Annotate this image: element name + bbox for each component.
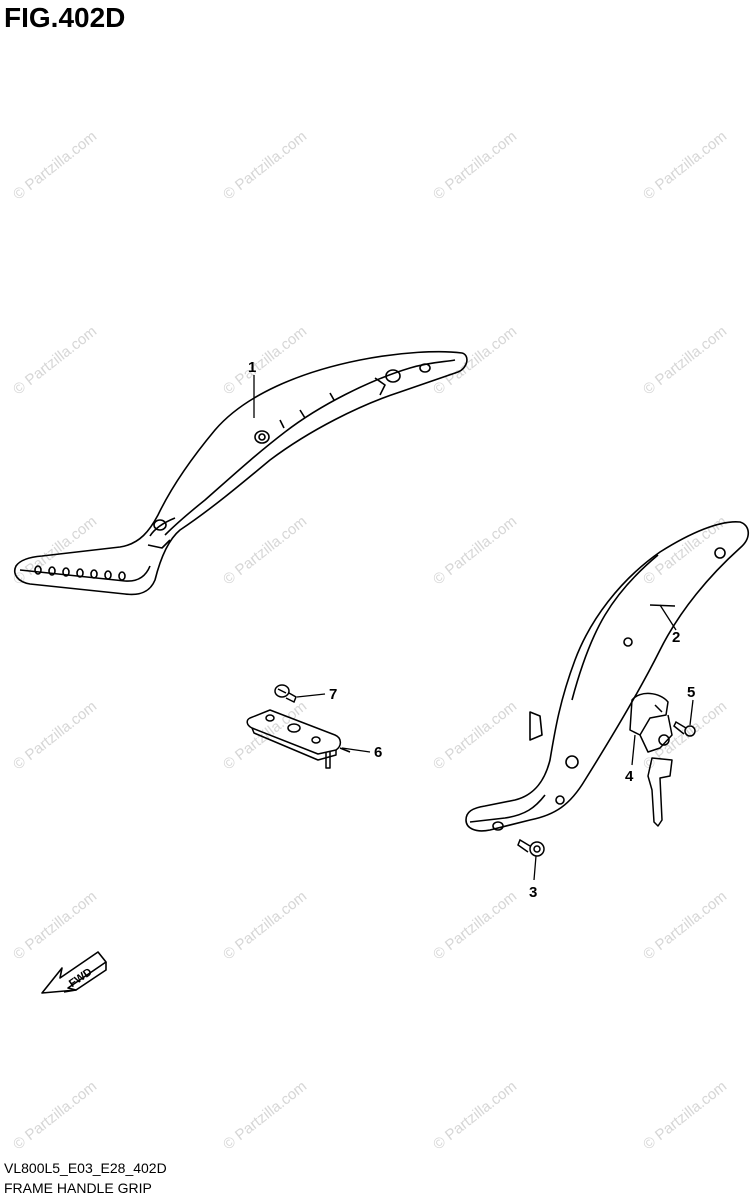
callout-5[interactable]: 5 — [687, 684, 695, 701]
callout-2[interactable]: 2 — [672, 629, 680, 646]
part-2-handle-grip-right[interactable] — [465, 521, 750, 832]
forward-direction-arrow-icon: FWD — [41, 951, 107, 994]
callout-3[interactable]: 3 — [529, 884, 537, 901]
diagram-name: FRAME HANDLE GRIP — [4, 1180, 152, 1196]
leader-line-4 — [631, 734, 636, 766]
part-4-helmet-lock[interactable] — [629, 692, 673, 827]
callout-1[interactable]: 1 — [248, 359, 256, 376]
leader-line-7 — [296, 693, 326, 698]
leader-line-6 — [341, 747, 371, 753]
leader-line-5 — [689, 699, 694, 726]
leader-line-2 — [659, 604, 677, 631]
part-1-handle-grip-left[interactable] — [14, 350, 468, 596]
part-6-bracket-plate[interactable] — [246, 709, 351, 769]
figure-title: FIG.402D — [4, 2, 126, 33]
part-3-bolt[interactable] — [517, 838, 545, 857]
callout-7[interactable]: 7 — [329, 686, 337, 703]
callout-4[interactable]: 4 — [625, 768, 634, 785]
part-7-screw[interactable] — [274, 684, 297, 704]
part-5-screw[interactable] — [673, 720, 696, 737]
diagram-code: VL800L5_E03_E28_402D — [4, 1160, 167, 1176]
leader-line-3 — [533, 855, 537, 881]
callout-6[interactable]: 6 — [374, 744, 382, 761]
